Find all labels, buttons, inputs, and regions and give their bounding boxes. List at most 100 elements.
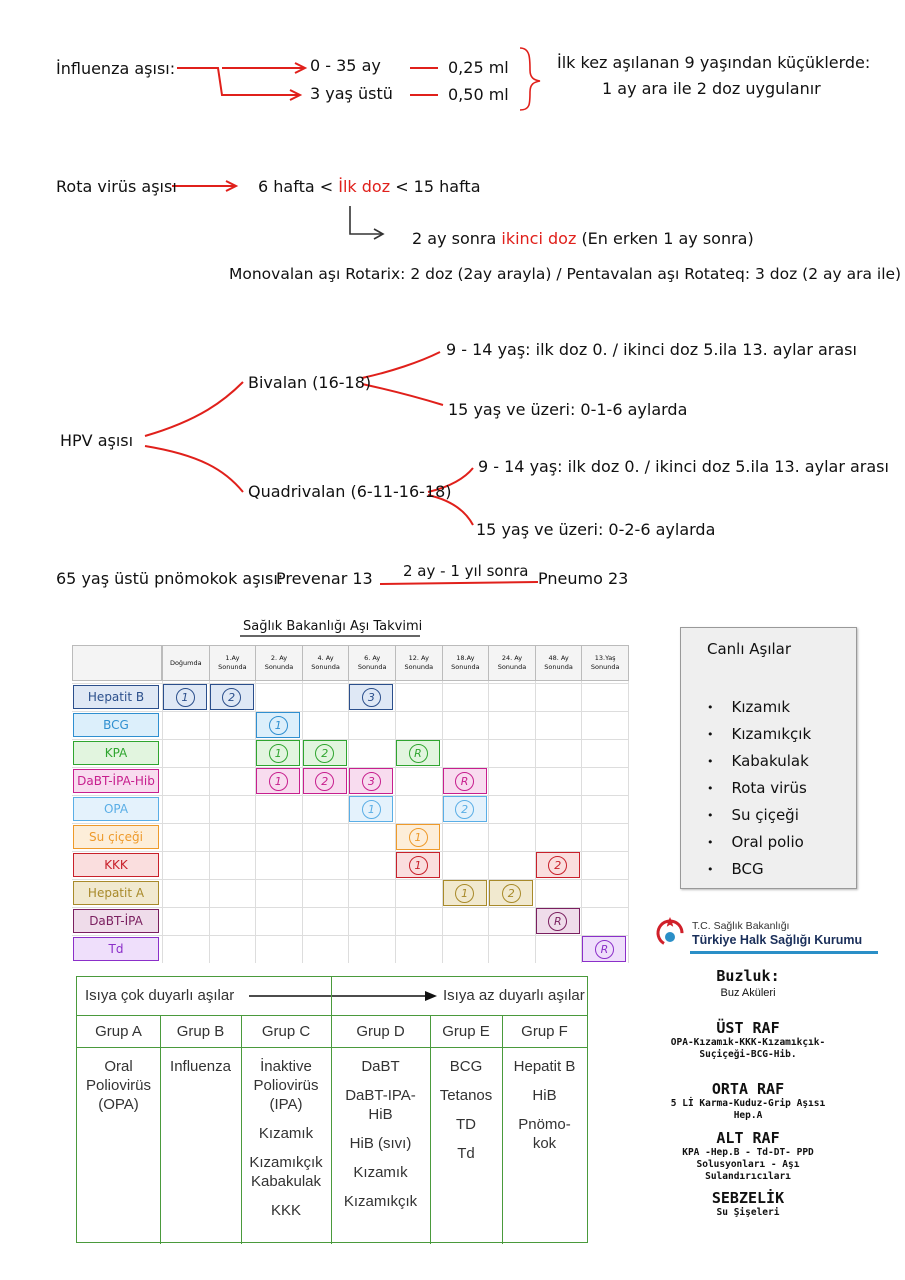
schedule-header-cell: 1.Ay Sonunda <box>208 645 257 681</box>
group-vaccine: Kızamık <box>258 1125 314 1142</box>
fridge-middle-shelf: ORTA RAF 5 Lİ Karma-Kuduz-Grip Aşısı Hep… <box>662 1080 834 1122</box>
schedule-column-line <box>488 681 490 963</box>
pneumo-label: 65 yaş üstü pnömokok aşısı: <box>56 569 284 588</box>
dose-marker: 1 <box>163 684 207 710</box>
dose-marker: 2 <box>442 796 487 822</box>
dose-marker: 1 <box>349 796 394 822</box>
vaccine-label: BCG <box>73 713 159 737</box>
vaccine-label: Td <box>73 937 159 961</box>
dose-marker: 2 <box>535 852 580 878</box>
sensitivity-arrow <box>249 991 437 1001</box>
group-header: Grup A <box>77 1015 160 1048</box>
dose-marker: 1 <box>256 712 301 738</box>
schedule-header-cell: 18.Ay Sonunda <box>441 645 490 681</box>
group-header: Grup D <box>331 1015 430 1048</box>
live-vaccine-name: Oral polio <box>731 833 804 851</box>
logo-underline <box>690 951 878 954</box>
schedule-row: KKK 1 2 <box>72 851 628 879</box>
dose-marker: 2 <box>209 684 254 710</box>
sensitivity-header: Isıya çok duyarlı aşılar Isıya az duyarl… <box>77 977 587 1016</box>
group-divider <box>502 1015 503 1244</box>
group-column: Oral Poliovirüs (OPA) <box>77 1047 160 1244</box>
rota-mono-penta: Monovalan aşı Rotarix: 2 doz (2ay arayla… <box>229 265 902 283</box>
schedule-column-line <box>534 681 536 963</box>
group-header: Grup F <box>502 1015 587 1048</box>
schedule-column-line <box>162 681 163 963</box>
connector-lines <box>144 47 541 637</box>
group-column: Influenza <box>160 1047 241 1244</box>
live-vaccine-name: Su çiçeği <box>731 806 799 824</box>
dose-marker: R <box>535 908 580 934</box>
hpv-label: HPV aşısı <box>60 431 134 450</box>
vaccine-label: KKK <box>73 853 159 877</box>
schedule-row: BCG 1 <box>72 711 628 739</box>
middle-shelf-title: ORTA RAF <box>711 1080 785 1098</box>
vaccine-label: KPA <box>73 741 159 765</box>
sensitivity-right-label: Isıya az duyarlı aşılar <box>443 987 585 1004</box>
dose-number: 1 <box>268 771 288 791</box>
hpv-quad-rule-1: 9 - 14 yaş: ilk doz 0. / ikinci doz 5.il… <box>478 457 889 476</box>
dose-number: R <box>408 743 428 763</box>
dose-number: R <box>594 939 614 959</box>
fridge-freezer: Buzluk: Buz Aküleri <box>700 967 796 999</box>
group-header: Grup C <box>241 1015 331 1048</box>
ministry-logo-icon <box>656 917 684 947</box>
dose-marker: 2 <box>489 880 534 906</box>
crisper-title: SEBZELİK <box>711 1189 785 1207</box>
dose-number: 2 <box>455 799 475 819</box>
group-divider <box>241 1015 242 1244</box>
fridge-top-shelf: ÜST RAF OPA-Kızamık-KKK-Kızamıkçık-Suçiç… <box>662 1019 834 1061</box>
pneumo-second: Pneumo 23 <box>538 569 629 588</box>
vaccine-label: DaBT-İPA <box>73 909 159 933</box>
schedule-header-cell: 12. Ay Sonunda <box>395 645 443 681</box>
dose-marker: 1 <box>256 768 301 794</box>
dose-marker: 3 <box>349 768 394 794</box>
fridge-crisper: SEBZELİK Su Şişeleri <box>690 1189 806 1219</box>
group-vaccine: TD <box>456 1116 476 1133</box>
hpv-quad-rule-2: 15 yaş ve üzeri: 0-2-6 aylarda <box>476 520 716 539</box>
live-vaccine-item: BCG <box>707 860 856 879</box>
vaccine-label: Su çiçeği <box>73 825 159 849</box>
dose-marker: 1 <box>396 852 440 878</box>
dose-number: 3 <box>361 687 381 707</box>
top-shelf-title: ÜST RAF <box>716 1019 780 1037</box>
group-vaccine: Pnömo-kok <box>518 1116 571 1152</box>
live-vaccine-name: Rota virüs <box>731 779 807 797</box>
live-vaccine-item: Kızamık <box>707 698 856 717</box>
vaccine-label: Hepatit A <box>73 881 159 905</box>
freezer-title: Buzluk: <box>716 967 780 985</box>
schedule-column-line <box>441 681 443 963</box>
vaccine-label: OPA <box>73 797 159 821</box>
dose-number: 1 <box>175 687 195 707</box>
group-header: Grup E <box>430 1015 502 1048</box>
influenza-dose-1: 0,25 ml <box>448 58 509 77</box>
group-divider <box>331 977 332 1244</box>
group-divider <box>160 1015 161 1244</box>
pneumo-interval: 2 ay - 1 yıl sonra <box>403 562 529 580</box>
bottom-shelf-title: ALT RAF <box>716 1129 780 1147</box>
schedule-column-line <box>255 681 257 963</box>
dose-marker: 1 <box>256 740 301 766</box>
bottom-shelf-contents: KPA -Hep.B - Td-DT- PPD Solusyonları - A… <box>682 1147 814 1182</box>
live-vaccine-name: Kızamıkçık <box>731 725 812 743</box>
group-vaccine: Kızamıkçık Kabakulak <box>249 1154 323 1190</box>
rota-first-dose: 6 hafta < İlk doz < 15 hafta <box>258 177 481 196</box>
live-vaccine-item: Kabakulak <box>707 752 856 771</box>
live-vaccines-title: Canlı Aşılar <box>707 640 792 658</box>
live-vaccine-item: Rota virüs <box>707 779 856 798</box>
group-vaccine: Hepatit B <box>513 1058 576 1075</box>
live-vaccines-box: Canlı Aşılar KızamıkKızamıkçıkKabakulakR… <box>680 627 857 889</box>
schedule-column-line <box>208 681 210 963</box>
schedule-header-cell: 13.Yaş Sonunda <box>581 645 629 681</box>
sensitivity-left-label: Isıya çok duyarlı aşılar <box>85 987 235 1004</box>
dose-number: 1 <box>361 799 381 819</box>
group-header: Grup B <box>160 1015 241 1048</box>
schedule-header-cell: 2. Ay Sonunda <box>255 645 303 681</box>
rota-second-dose: 2 ay sonra ikinci doz (En erken 1 ay son… <box>412 229 754 248</box>
schedule-header-cell: Doğumda <box>162 645 210 681</box>
group-vaccine: Td <box>457 1145 475 1162</box>
influenza-note-1: İlk kez aşılanan 9 yaşından küçüklerde: <box>557 53 871 72</box>
